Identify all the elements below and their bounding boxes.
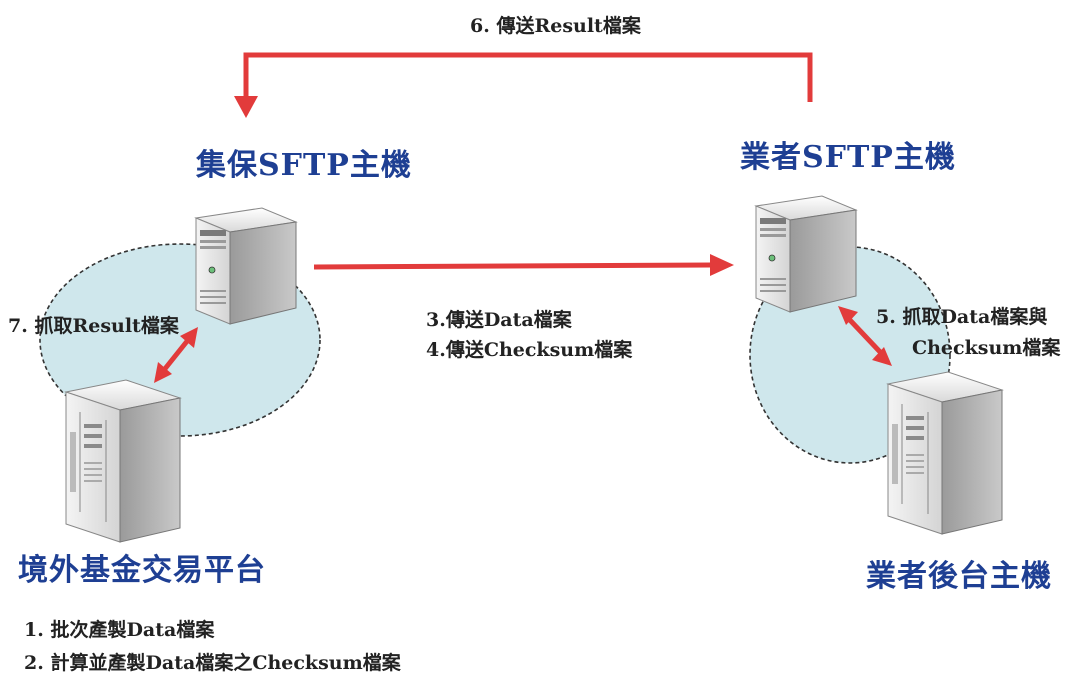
bottom-steps-list: 1. 批次產製Data檔案 2. 計算並產製Data檔案之Checksum檔案 — [24, 614, 401, 680]
node-title-vendor-backend: 業者後台主機 — [866, 559, 1052, 594]
tower-server-icon — [886, 371, 1004, 535]
node-title-vendor-sftp: 業者SFTP主機 — [740, 140, 956, 175]
arrow-step6-return — [234, 52, 813, 118]
step-7-label: 7. 抓取Result檔案 — [8, 315, 179, 337]
sftp-server-icon — [194, 207, 298, 325]
arrow-step7 — [154, 327, 198, 383]
arrow-step5 — [838, 306, 892, 366]
node-title-offshore-platform: 境外基金交易平台 — [18, 553, 266, 588]
sftp-server-icon — [754, 195, 858, 313]
step-2-label: 2. 計算並產製Data檔案之Checksum檔案 — [24, 652, 401, 674]
arrow-step3-4 — [313, 254, 734, 276]
step-5-label-line2: Checksum檔案 — [912, 337, 1061, 359]
step-4-label: 4.傳送Checksum檔案 — [426, 339, 633, 361]
step-1-label: 1. 批次產製Data檔案 — [24, 619, 215, 641]
step-5-label-line1: 5. 抓取Data檔案與 — [876, 306, 1048, 328]
tower-server-icon — [64, 379, 182, 543]
step-6-label: 6. 傳送Result檔案 — [470, 15, 641, 37]
node-title-tdcc-sftp: 集保SFTP主機 — [196, 148, 412, 183]
step-3-label: 3.傳送Data檔案 — [426, 309, 572, 331]
